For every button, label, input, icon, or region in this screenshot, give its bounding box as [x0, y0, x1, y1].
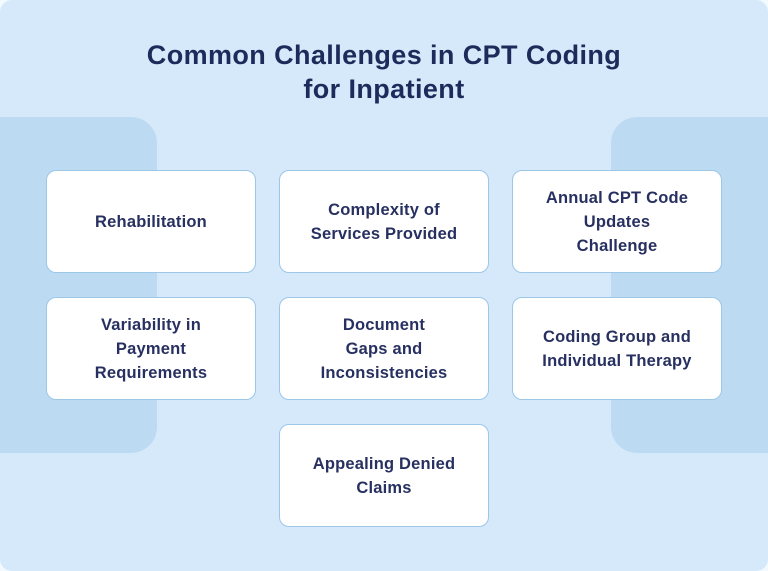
card-coding-group-individual-therapy: Coding Group and Individual Therapy: [512, 297, 722, 400]
card-annual-cpt-code-updates: Annual CPT Code Updates Challenge: [512, 170, 722, 273]
card-rehabilitation: Rehabilitation: [46, 170, 256, 273]
card-document-gaps: Document Gaps and Inconsistencies: [279, 297, 489, 400]
card-appealing-denied-claims: Appealing Denied Claims: [279, 424, 489, 527]
cards-grid: Rehabilitation Complexity of Services Pr…: [46, 170, 722, 527]
card-label: Complexity of Services Provided: [310, 200, 458, 243]
page-title: Common Challenges in CPT Coding for Inpa…: [146, 40, 622, 104]
card-label: Annual CPT Code Updates Challenge: [545, 188, 689, 255]
card-variability-in-payment: Variability in Payment Requirements: [46, 297, 256, 400]
card-label: Appealing Denied Claims: [312, 454, 456, 497]
card-complexity-of-services: Complexity of Services Provided: [279, 170, 489, 273]
card-label: Rehabilitation: [95, 212, 207, 231]
card-label: Variability in Payment Requirements: [94, 315, 208, 382]
card-label: Document Gaps and Inconsistencies: [320, 315, 448, 382]
card-label: Coding Group and Individual Therapy: [542, 327, 692, 370]
